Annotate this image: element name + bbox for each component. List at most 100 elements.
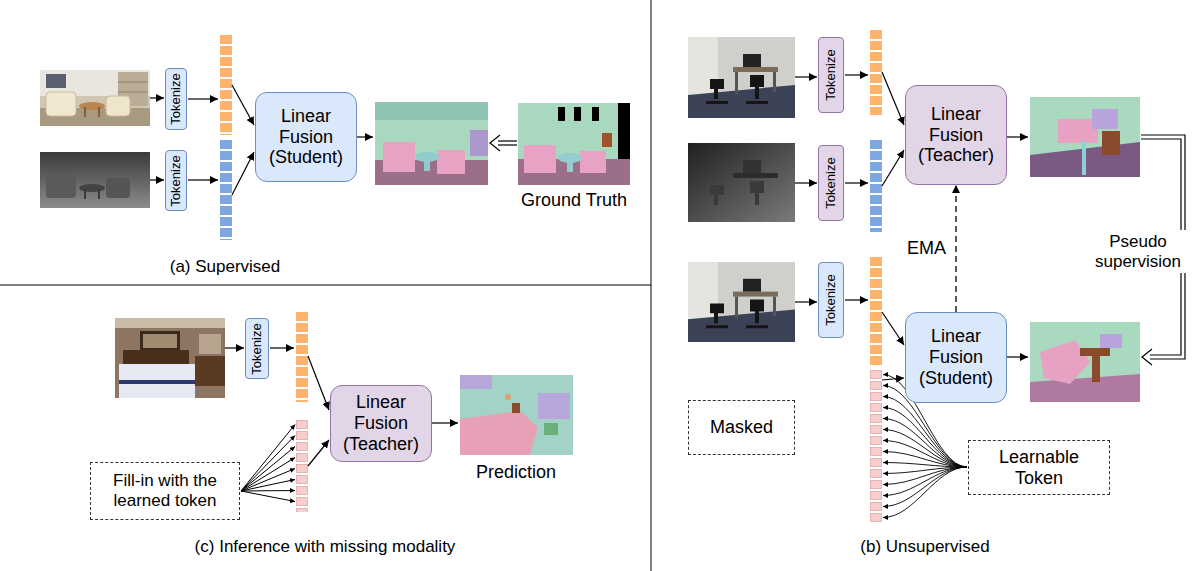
- node-text: Tokenize: [250, 323, 264, 374]
- illustration-shape: [232, 85, 254, 125]
- illustration-shape: [1142, 349, 1152, 365]
- panel-caption: (b) Unsupervised: [860, 537, 989, 557]
- illustration-shape: [270, 347, 294, 348]
- depth-tokens: [220, 140, 232, 240]
- arrow-label: Pseudo supervision: [1088, 230, 1188, 273]
- illustration-shape: [241, 469, 295, 492]
- rgb-tokens: [870, 257, 882, 365]
- depth-image: [40, 152, 150, 208]
- illustration-shape: [225, 347, 244, 348]
- illustration-shape: [883, 419, 967, 468]
- illustration-shape: [150, 179, 164, 180]
- illustration-shape: [883, 467, 967, 518]
- rgb-tokens: [870, 30, 882, 115]
- tokenize-box: Tokenize: [165, 150, 187, 211]
- image-label: Prediction: [476, 462, 556, 483]
- illustration-shape: [883, 467, 967, 474]
- prediction-image: [460, 375, 573, 455]
- illustration-shape: [883, 463, 967, 468]
- student-fusion-box: Linear Fusion (Student): [255, 92, 357, 182]
- ema-arrow: [955, 185, 956, 312]
- fill-in-box: Fill-in with the learned token: [90, 462, 240, 520]
- illustration-shape: [883, 397, 967, 468]
- illustration-shape: [883, 467, 967, 485]
- node-text: Tokenize: [169, 155, 183, 206]
- illustration-shape: [795, 182, 817, 183]
- student-output: [1030, 322, 1140, 402]
- node-text: Tokenize: [824, 49, 838, 100]
- illustration-shape: [883, 408, 967, 468]
- tokenize-box: Tokenize: [818, 145, 844, 221]
- illustration-shape: [241, 447, 295, 492]
- tokenize-box: Tokenize: [818, 262, 844, 338]
- illustration-shape: [498, 144, 517, 145]
- node-text: Fill-in with the learned token: [97, 471, 233, 510]
- illustration-shape: [241, 491, 295, 502]
- illustration-shape: [220, 35, 232, 135]
- tokenize-box: Tokenize: [245, 318, 269, 379]
- tokenize-box: Tokenize: [165, 68, 187, 130]
- illustration-shape: [498, 140, 517, 141]
- teacher-fusion-box: Linear Fusion (Teacher): [905, 85, 1007, 185]
- node-text: Masked: [710, 417, 773, 438]
- node-text: Linear Fusion (Teacher): [337, 392, 425, 454]
- illustration-shape: [870, 30, 882, 115]
- illustration-shape: [882, 312, 904, 345]
- illustration-shape: [241, 490, 295, 492]
- illustration-shape: [883, 430, 967, 468]
- illustration-shape: [232, 152, 254, 195]
- rgb-image: [688, 37, 795, 118]
- learnable-tokens: [870, 370, 882, 522]
- segmentation-output: [375, 102, 488, 185]
- teacher-fusion-box: Linear Fusion (Teacher): [330, 385, 432, 462]
- illustration-shape: [357, 136, 373, 137]
- rgb-tokens: [296, 312, 308, 402]
- illustration-shape: [296, 420, 308, 512]
- illustration-shape: [845, 182, 868, 183]
- illustration-shape: [241, 436, 295, 492]
- image-label: Ground Truth: [521, 190, 627, 211]
- illustration-shape: [490, 135, 500, 151]
- fill-in-lines: [241, 425, 295, 502]
- panel-caption: (c) Inference with missing modality: [195, 537, 456, 557]
- student-fusion-box: Linear Fusion (Student): [905, 312, 1007, 403]
- learnable-token-box: Learnable Token: [968, 440, 1110, 495]
- node-text: Tokenize: [824, 274, 838, 325]
- illustration-shape: [883, 441, 967, 468]
- illustration-shape: [845, 74, 868, 75]
- teacher-output: [1030, 97, 1140, 177]
- panel-divider: [651, 0, 652, 571]
- illustration-shape: [883, 467, 967, 507]
- illustration-shape: [870, 140, 882, 232]
- illustration-shape: [308, 356, 329, 410]
- rgb-tokens: [220, 35, 232, 135]
- illustration-shape: [883, 452, 967, 468]
- illustration-shape: [795, 301, 817, 302]
- illustration-shape: [241, 480, 295, 492]
- node-text: Linear Fusion (Teacher): [912, 104, 1000, 166]
- illustration-shape: [1007, 136, 1028, 137]
- illustration-shape: [150, 97, 164, 98]
- edge-label: EMA: [907, 238, 946, 259]
- ground-truth-image: [518, 103, 630, 185]
- illustration-shape: [241, 458, 295, 492]
- depth-tokens: [870, 140, 882, 232]
- node-text: Tokenize: [824, 157, 838, 208]
- illustration-shape: [845, 299, 868, 300]
- illustration-shape: [220, 140, 232, 240]
- panel-divider: [0, 285, 651, 286]
- panel-caption: (a) Supervised: [170, 257, 281, 277]
- depth-image: [688, 143, 795, 222]
- masked-box: Masked: [688, 400, 795, 455]
- illustration-shape: [870, 370, 882, 522]
- illustration-shape: [241, 425, 295, 492]
- rgb-image: [115, 318, 225, 398]
- illustration-shape: [870, 257, 882, 365]
- illustration-shape: [882, 378, 904, 380]
- illustration-shape: [1007, 356, 1028, 357]
- node-text: Learnable Token: [989, 447, 1089, 488]
- illustration-shape: [882, 150, 904, 186]
- illustration-shape: [882, 72, 904, 125]
- rgb-image: [40, 70, 150, 126]
